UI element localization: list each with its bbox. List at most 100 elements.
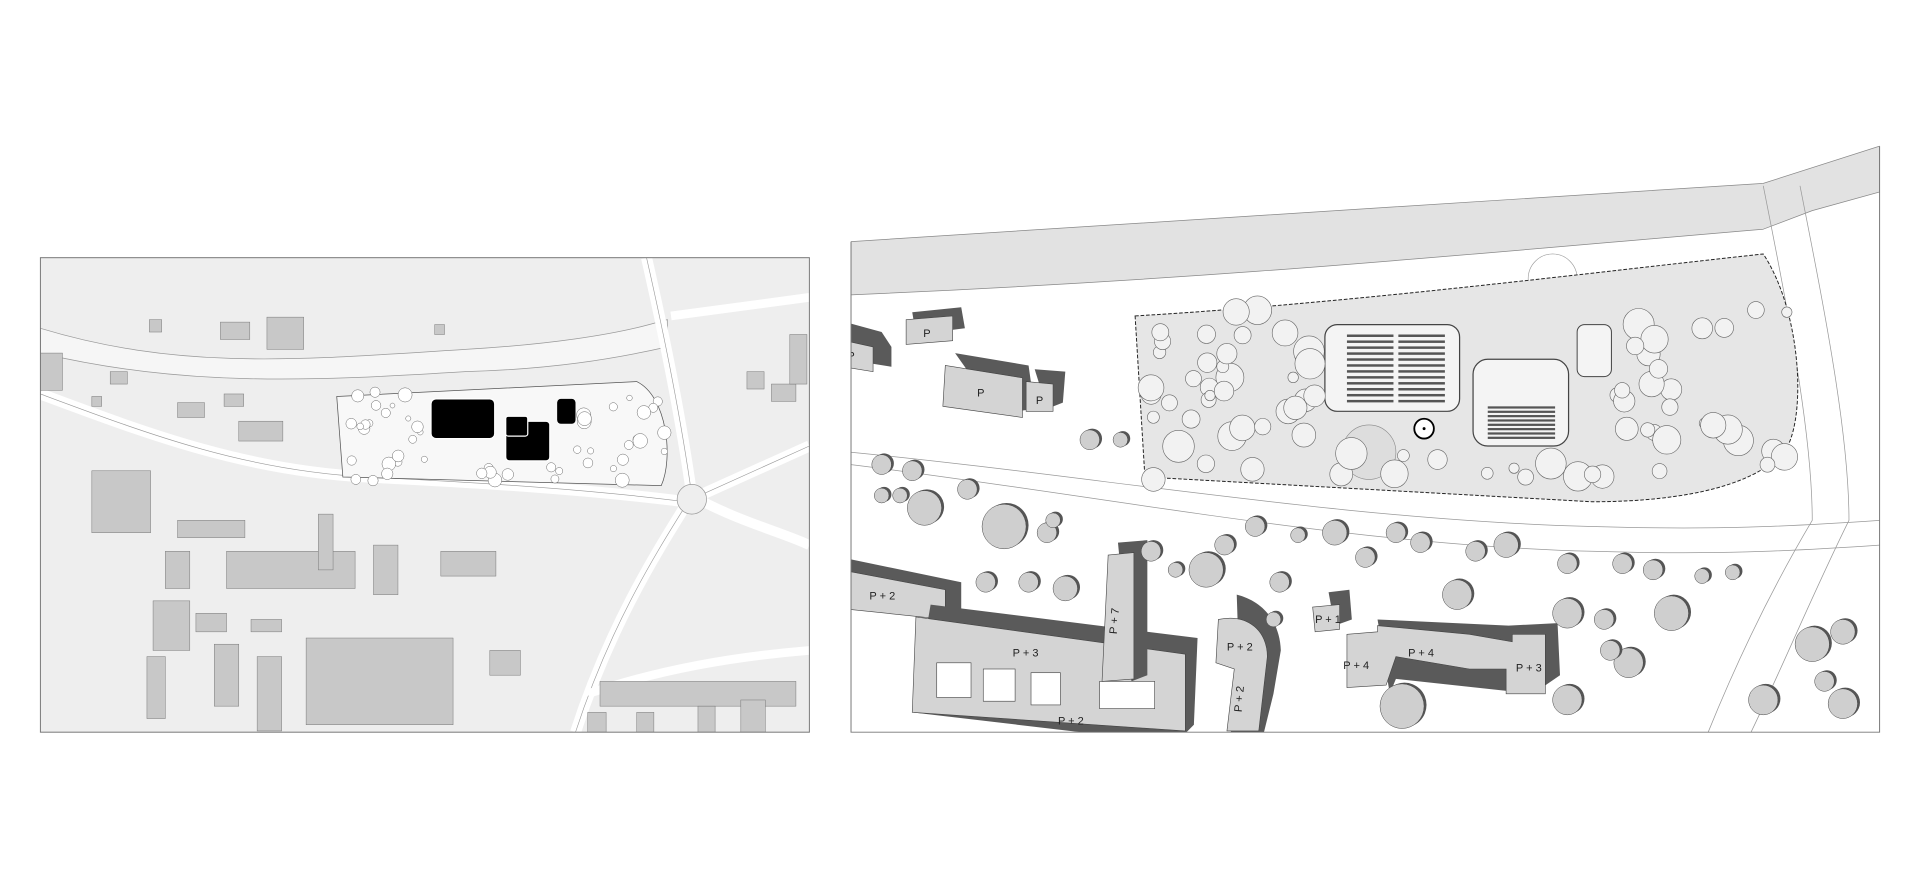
building <box>250 619 282 633</box>
tree <box>1781 306 1793 318</box>
project-building-3 <box>557 398 576 424</box>
tree <box>389 402 396 409</box>
building-label: P + 7 <box>1108 607 1122 634</box>
building <box>91 396 102 407</box>
tree <box>1508 462 1520 474</box>
tree <box>1380 459 1409 489</box>
building-tower: P + 7 <box>1101 540 1148 682</box>
pavilion-small <box>1576 324 1612 378</box>
tree <box>1640 422 1656 438</box>
building-p-north-4: P <box>1025 369 1066 412</box>
building-east-block: P + 4 P + 4 P + 3 <box>1343 619 1560 695</box>
seat-row <box>1398 352 1445 355</box>
tree <box>1614 382 1631 399</box>
tree <box>1517 468 1534 486</box>
tree <box>550 474 560 484</box>
building <box>771 383 797 402</box>
tree <box>408 434 417 444</box>
building <box>740 699 766 733</box>
tree <box>587 447 594 455</box>
tree <box>1557 553 1578 574</box>
seat-row <box>1398 388 1445 391</box>
tree <box>1465 541 1486 562</box>
building <box>266 316 304 350</box>
site-plan-frame <box>850 146 1881 733</box>
building <box>373 544 399 595</box>
tree <box>1397 449 1410 462</box>
tree <box>1137 374 1165 402</box>
tree <box>351 389 365 403</box>
tree <box>1294 348 1326 380</box>
tree <box>1626 336 1645 356</box>
seat-row <box>1398 340 1445 343</box>
tree <box>1714 318 1734 338</box>
tree <box>345 418 357 430</box>
tree <box>1814 671 1835 692</box>
building-label: P + 3 <box>1013 648 1039 660</box>
tree <box>957 479 978 500</box>
tree <box>1552 684 1583 716</box>
tree <box>369 386 381 398</box>
river <box>851 145 1880 296</box>
building-p-north-2: P <box>905 307 965 345</box>
tree <box>501 468 514 481</box>
tree <box>1612 553 1633 574</box>
tree <box>1290 527 1306 543</box>
location-plan-buildings <box>40 316 808 733</box>
seat-row <box>1346 358 1394 361</box>
seat-row <box>1346 376 1394 379</box>
tree <box>1747 301 1765 319</box>
tree <box>660 447 668 455</box>
building <box>305 637 454 725</box>
tree <box>626 394 633 402</box>
tree <box>981 503 1027 550</box>
seat-row <box>1346 352 1394 355</box>
location-plan-frame <box>39 257 810 733</box>
building <box>789 334 808 385</box>
tree <box>1229 414 1256 442</box>
project-building-main <box>430 398 496 440</box>
tree <box>1643 559 1664 581</box>
seat-row <box>1398 358 1445 361</box>
tree <box>1613 647 1644 678</box>
building-label: P + 2 <box>869 591 895 603</box>
tree <box>871 454 892 475</box>
building <box>146 656 166 719</box>
tree <box>1141 467 1166 492</box>
seat-row <box>1398 370 1445 373</box>
tree <box>1427 449 1448 470</box>
tree <box>1197 352 1218 373</box>
building <box>636 712 655 733</box>
seat-row <box>1487 410 1556 413</box>
building <box>149 319 162 333</box>
building <box>440 551 497 577</box>
building <box>318 513 334 571</box>
tree <box>1379 683 1425 729</box>
building <box>256 656 282 732</box>
tree <box>1552 598 1583 629</box>
tree <box>1442 579 1473 610</box>
roundabout <box>676 484 707 515</box>
site-plan-trees <box>871 295 1860 729</box>
tree <box>555 467 564 475</box>
building-label: P <box>923 328 930 340</box>
tree <box>624 440 634 450</box>
seat-row <box>1346 364 1394 367</box>
seat-row <box>1398 393 1445 397</box>
tree <box>1283 395 1308 420</box>
tree <box>1197 324 1216 344</box>
tree <box>1188 552 1224 588</box>
tree <box>1291 422 1317 448</box>
tree <box>1162 429 1195 463</box>
tree <box>1233 326 1252 345</box>
pavilion-main <box>1324 323 1461 412</box>
tree <box>1615 416 1639 441</box>
seat-row <box>1346 382 1394 385</box>
building-slab-west: P + 2 <box>851 559 962 620</box>
building <box>226 551 356 589</box>
tree <box>1759 456 1776 473</box>
building <box>40 352 63 391</box>
building-label: P + 1 <box>1315 614 1341 626</box>
seat-row <box>1346 340 1394 343</box>
building-p-north-1: P <box>851 323 892 373</box>
